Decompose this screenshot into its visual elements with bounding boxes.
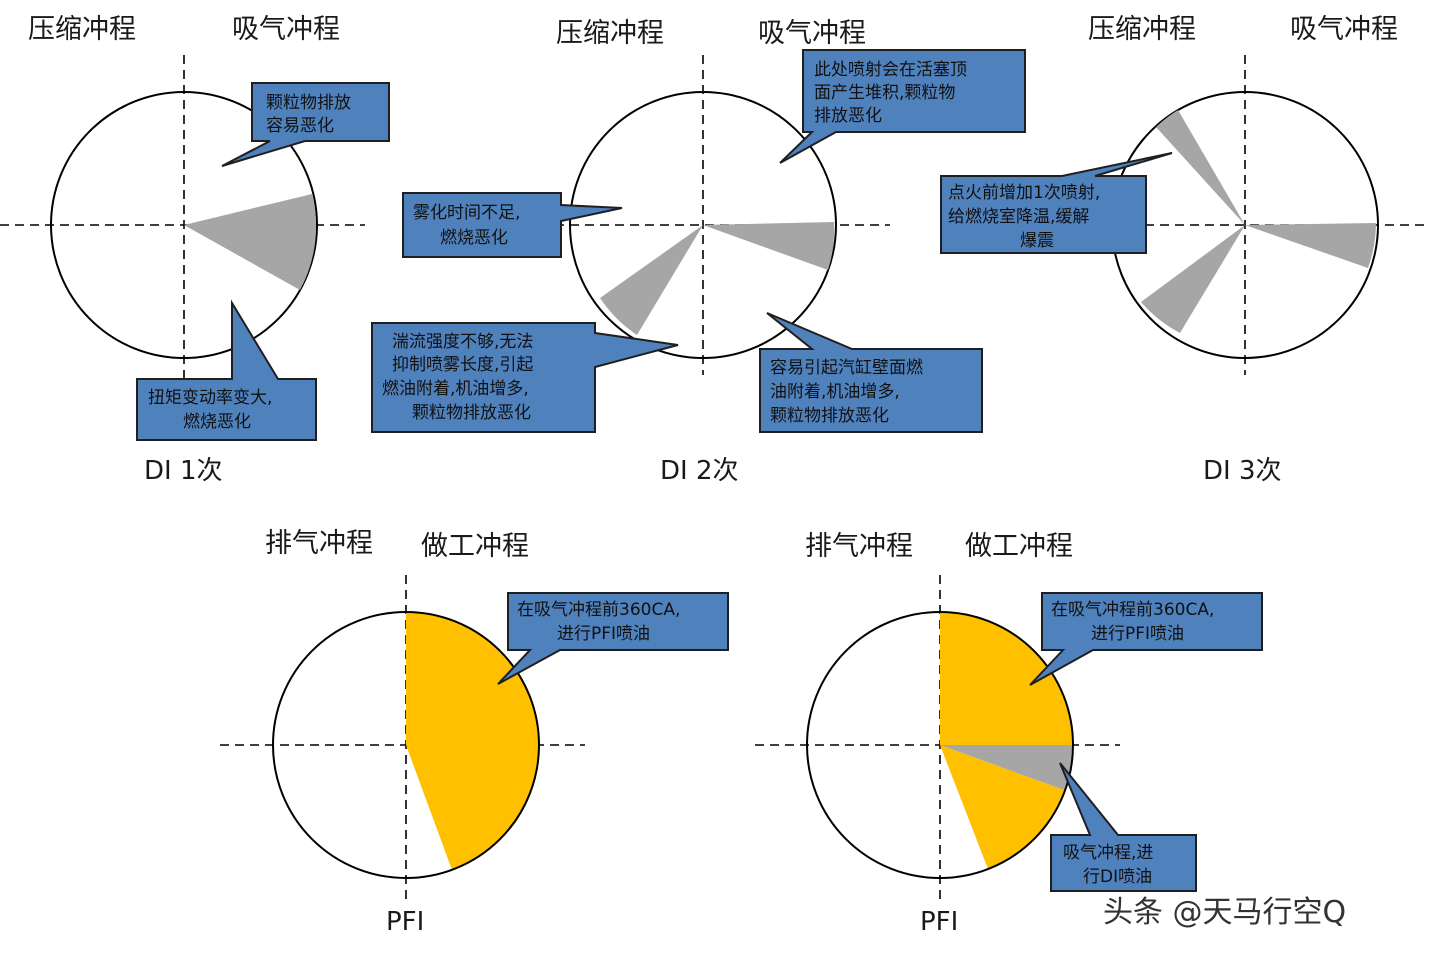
pfi-2-caption: PFI [920, 907, 958, 937]
callout-text-line: 容易引起汽缸壁面燃 [770, 357, 923, 378]
callout-text-line: 燃烧恶化 [183, 412, 251, 432]
di-2-injection-sector-compression [600, 225, 703, 335]
di-2-intake-label: 吸气冲程 [758, 18, 866, 49]
callout-text-line: 在吸气冲程前360CA, [517, 600, 680, 620]
callout-text-line: 燃油附着,机油增多, [382, 379, 529, 399]
di-2-cycle-circle [569, 91, 837, 359]
pfi-2-exhaust-label: 排气冲程 [805, 531, 913, 562]
callout-text-line: 扭矩变动率变大, [148, 388, 272, 408]
di-1-callout-particulate: 颗粒物排放 容易恶化 [221, 82, 390, 167]
di-3-intake-label: 吸气冲程 [1290, 14, 1398, 45]
pfi-2-di-sector [940, 745, 1073, 790]
di-1-compression-label: 压缩冲程 [28, 14, 136, 45]
di-1-callout-torque: 扭矩变动率变大, 燃烧恶化 [136, 299, 317, 441]
callout-text-line: 雾化时间不足, [413, 203, 520, 223]
callout-text-line: 湍流强度不够,无法 [392, 332, 533, 352]
pfi-2-panel: 排气冲程 做工冲程 PFI 在吸气冲程前360CA, 进行PFI喷油 吸气冲程,… [755, 531, 1263, 937]
callout-text-line: 颗粒物排放恶化 [412, 403, 531, 423]
pfi-2-pfi-sector [940, 612, 1073, 745]
di-2-callout-piston: 此处喷射会在活塞顶 面产生堆积,颗粒物 排放恶化 [779, 49, 1026, 164]
di-3-injection-sector-intake [1245, 223, 1376, 268]
di-2-callout-wall: 容易引起汽缸壁面燃 油附着,机油增多, 颗粒物排放恶化 [759, 312, 983, 433]
di-3-caption: DI 3次 [1203, 456, 1282, 486]
di-2-panel: 压缩冲程 吸气冲程 DI 2次 此处喷射会在活塞顶 面产生堆积,颗粒物 排放恶化… [371, 18, 1026, 486]
callout-text-line: 在吸气冲程前360CA, [1051, 600, 1214, 620]
callout-text-line: 燃烧恶化 [440, 228, 508, 248]
callout-text-line: 油附着,机油增多, [770, 382, 900, 402]
callout-text-line: 颗粒物排放 [266, 93, 351, 113]
callout-text-line: 吸气冲程,进 [1063, 843, 1153, 863]
callout-text-line: 点火前增加1次喷射, [948, 183, 1100, 203]
pfi-1-power-label: 做工冲程 [421, 531, 529, 562]
callout-text-line: 进行PFI喷油 [557, 624, 650, 644]
callout-text-line: 颗粒物排放恶化 [770, 406, 889, 426]
callout-text-line: 面产生堆积,颗粒物 [814, 83, 955, 103]
di-1-panel: 压缩冲程 吸气冲程 DI 1次 颗粒物排放 容易恶化 扭矩变动率变大, 燃烧恶化 [0, 14, 390, 486]
di-3-callout-ignition: 点火前增加1次喷射, 给燃烧室降温,缓解 爆震 [940, 152, 1173, 254]
pfi-1-caption: PFI [386, 907, 424, 937]
pfi-1-panel: 排气冲程 做工冲程 PFI 在吸气冲程前360CA, 进行PFI喷油 [220, 528, 729, 937]
callout-text-line: 爆震 [1020, 231, 1054, 251]
di-2-injection-sector-intake [703, 222, 835, 270]
pfi-2-pfi-sector-lower [940, 745, 1064, 869]
di-3-panel: 压缩冲程 吸气冲程 DI 3次 点火前增加1次喷射, 给燃烧室降温,缓解 爆震 [940, 14, 1429, 486]
watermark-text: 头条 @天马行空Q [1103, 895, 1346, 930]
pfi-2-cycle-circle [806, 611, 1074, 879]
di-1-cycle-circle [50, 91, 318, 359]
di-2-callout-atomize: 雾化时间不足, 燃烧恶化 [402, 192, 623, 258]
pfi-1-callout: 在吸气冲程前360CA, 进行PFI喷油 [497, 592, 729, 685]
di-1-injection-sector [184, 194, 317, 290]
callout-text-line: 此处喷射会在活塞顶 [814, 60, 967, 80]
di-3-injection-sector-ignition [1156, 110, 1245, 225]
di-2-caption: DI 2次 [660, 456, 739, 486]
di-2-callout-turbulence: 湍流强度不够,无法 抑制喷雾长度,引起 燃油附着,机油增多, 颗粒物排放恶化 [371, 322, 679, 433]
pfi-1-exhaust-label: 排气冲程 [265, 528, 373, 559]
callout-text-line: 抑制喷雾长度,引起 [392, 355, 533, 375]
pfi-2-power-label: 做工冲程 [965, 531, 1073, 562]
di-3-injection-sector-compression [1141, 225, 1245, 333]
callout-text-line: 给燃烧室降温,缓解 [948, 207, 1089, 227]
di-1-caption: DI 1次 [144, 456, 223, 486]
callout-text-line: 排放恶化 [814, 106, 882, 126]
di-2-compression-label: 压缩冲程 [556, 18, 664, 49]
pfi-2-callout-di: 吸气冲程,进 行DI喷油 [1050, 762, 1197, 892]
pfi-1-cycle-circle [272, 611, 540, 879]
callout-text-line: 行DI喷油 [1083, 867, 1152, 887]
callout-text-line: 进行PFI喷油 [1091, 624, 1184, 644]
di-3-compression-label: 压缩冲程 [1088, 14, 1196, 45]
di-1-intake-label: 吸气冲程 [232, 14, 340, 45]
callout-text-line: 容易恶化 [266, 116, 334, 136]
pfi-2-callout-pfi: 在吸气冲程前360CA, 进行PFI喷油 [1029, 592, 1263, 686]
